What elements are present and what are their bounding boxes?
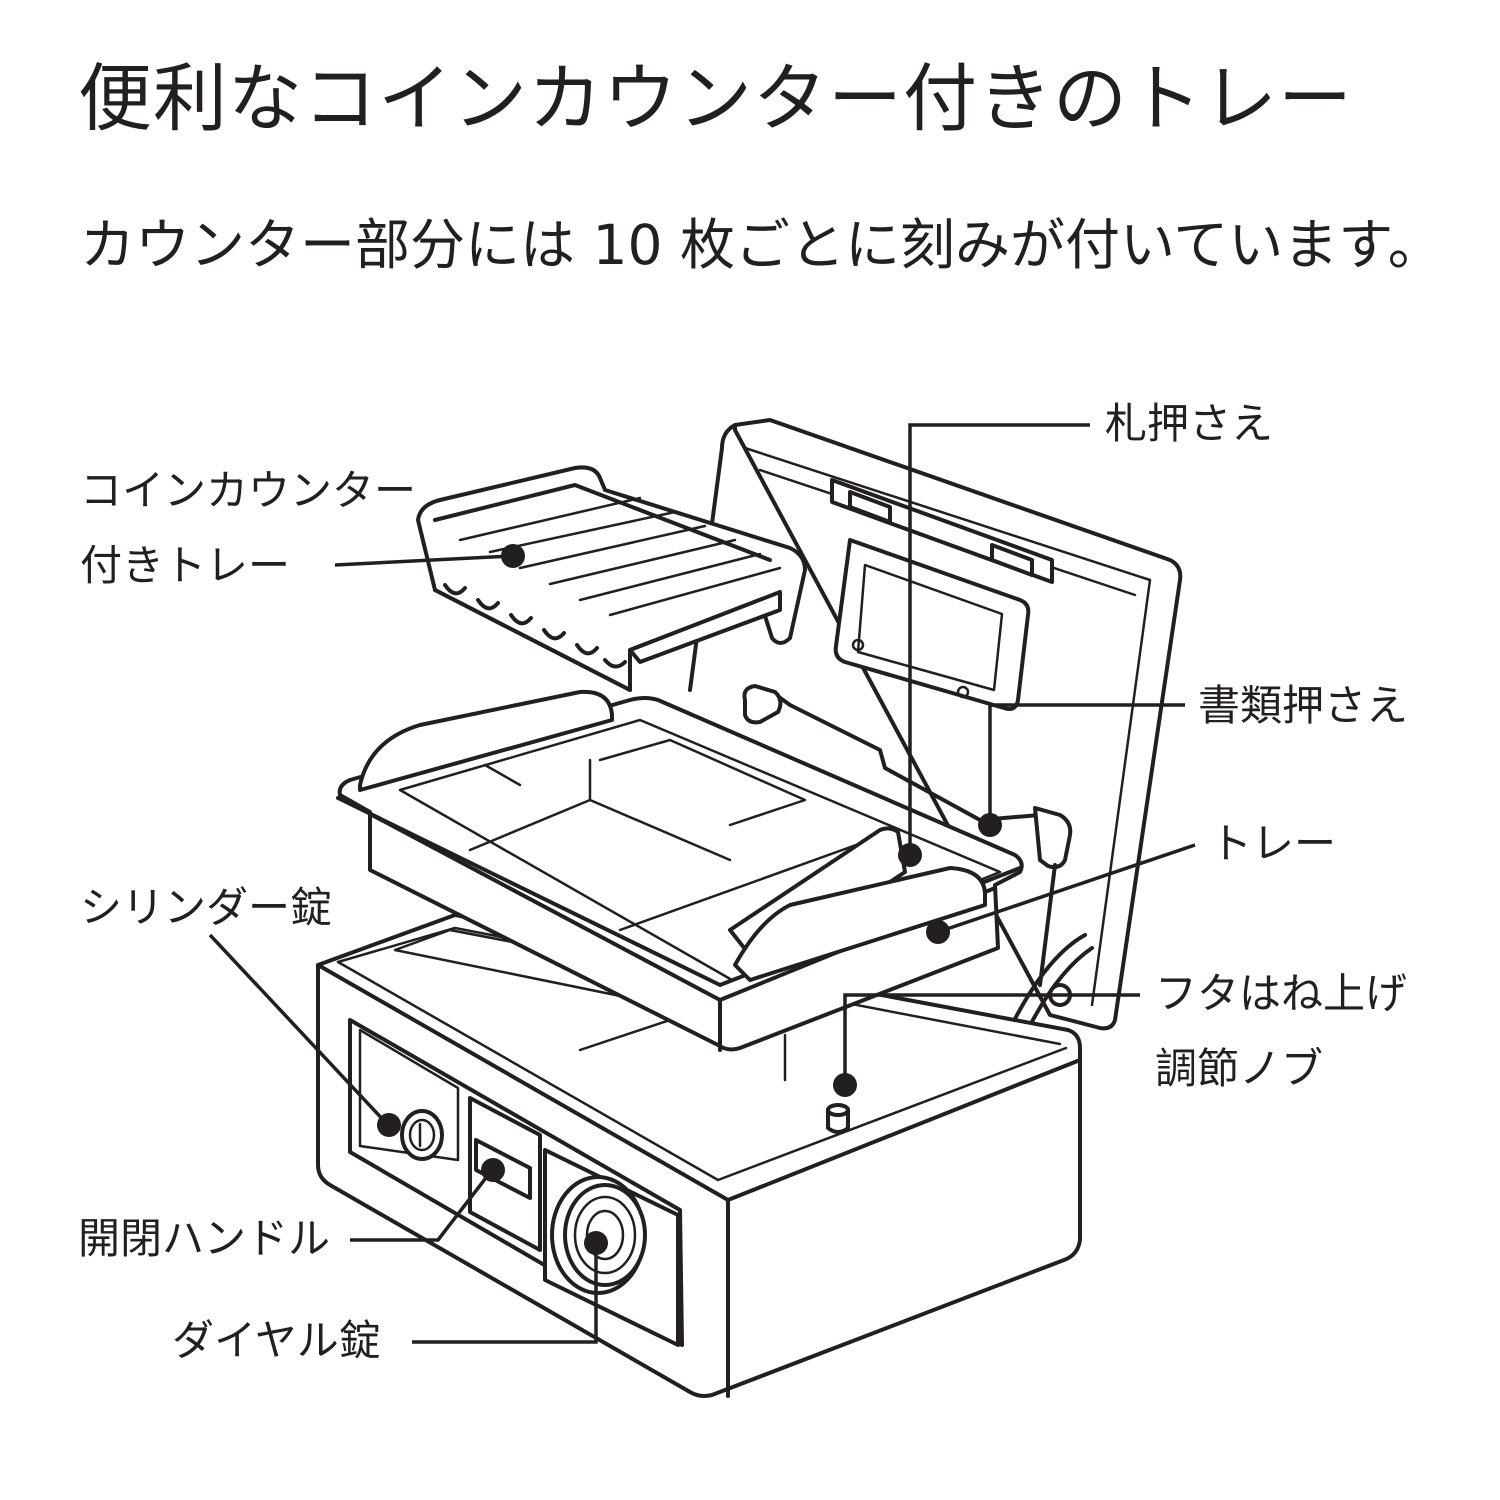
leader-bill-holder — [908, 423, 1090, 855]
tray-illustration — [336, 689, 1024, 1052]
leader-open-handle — [350, 1168, 494, 1242]
label-tray: トレー — [1210, 819, 1337, 868]
leader-document-holder — [988, 703, 1185, 825]
dot-open-handle — [481, 1158, 505, 1182]
label-lid-knob-line2: 調節ノブ — [1155, 1044, 1324, 1093]
leader-coin-tray — [334, 554, 513, 567]
dot-document-holder — [978, 813, 1002, 837]
leader-cylinder-lock — [208, 933, 390, 1127]
lid-illustration — [688, 418, 1183, 1052]
label-coin-tray-line1: コインカウンター — [80, 466, 417, 515]
label-open-handle: 開閉ハンドル — [78, 1214, 331, 1263]
leader-tray — [937, 843, 1196, 934]
dot-bill-holder — [898, 843, 922, 867]
label-dial-lock: ダイヤル錠 — [172, 1316, 381, 1365]
label-document-holder: 書類押さえ — [1198, 681, 1409, 730]
dot-coin-tray — [501, 544, 525, 568]
leader-dial-lock — [412, 1243, 598, 1344]
label-coin-tray-line2: 付きトレー — [80, 541, 291, 590]
leader-lid-knob — [843, 993, 1140, 1085]
coin-counter-tray-illustration — [416, 465, 807, 692]
base-box-illustration — [316, 913, 1082, 1398]
dot-tray — [926, 920, 950, 944]
leader-lines — [208, 423, 1196, 1344]
page-title: 便利なコインカウンター付きのトレー — [78, 56, 1353, 142]
dot-dial-lock — [584, 1231, 608, 1255]
dot-lid-knob — [833, 1073, 857, 1097]
page-subtitle: カウンター部分には 10 枚ごとに刻みが付いています。 — [80, 213, 1443, 277]
label-lid-knob-line1: フタはね上げ — [1155, 969, 1408, 1018]
dot-cylinder-lock — [377, 1113, 401, 1137]
label-cylinder-lock: シリンダー錠 — [80, 883, 333, 932]
label-bill-holder: 札押さえ — [1105, 399, 1274, 448]
